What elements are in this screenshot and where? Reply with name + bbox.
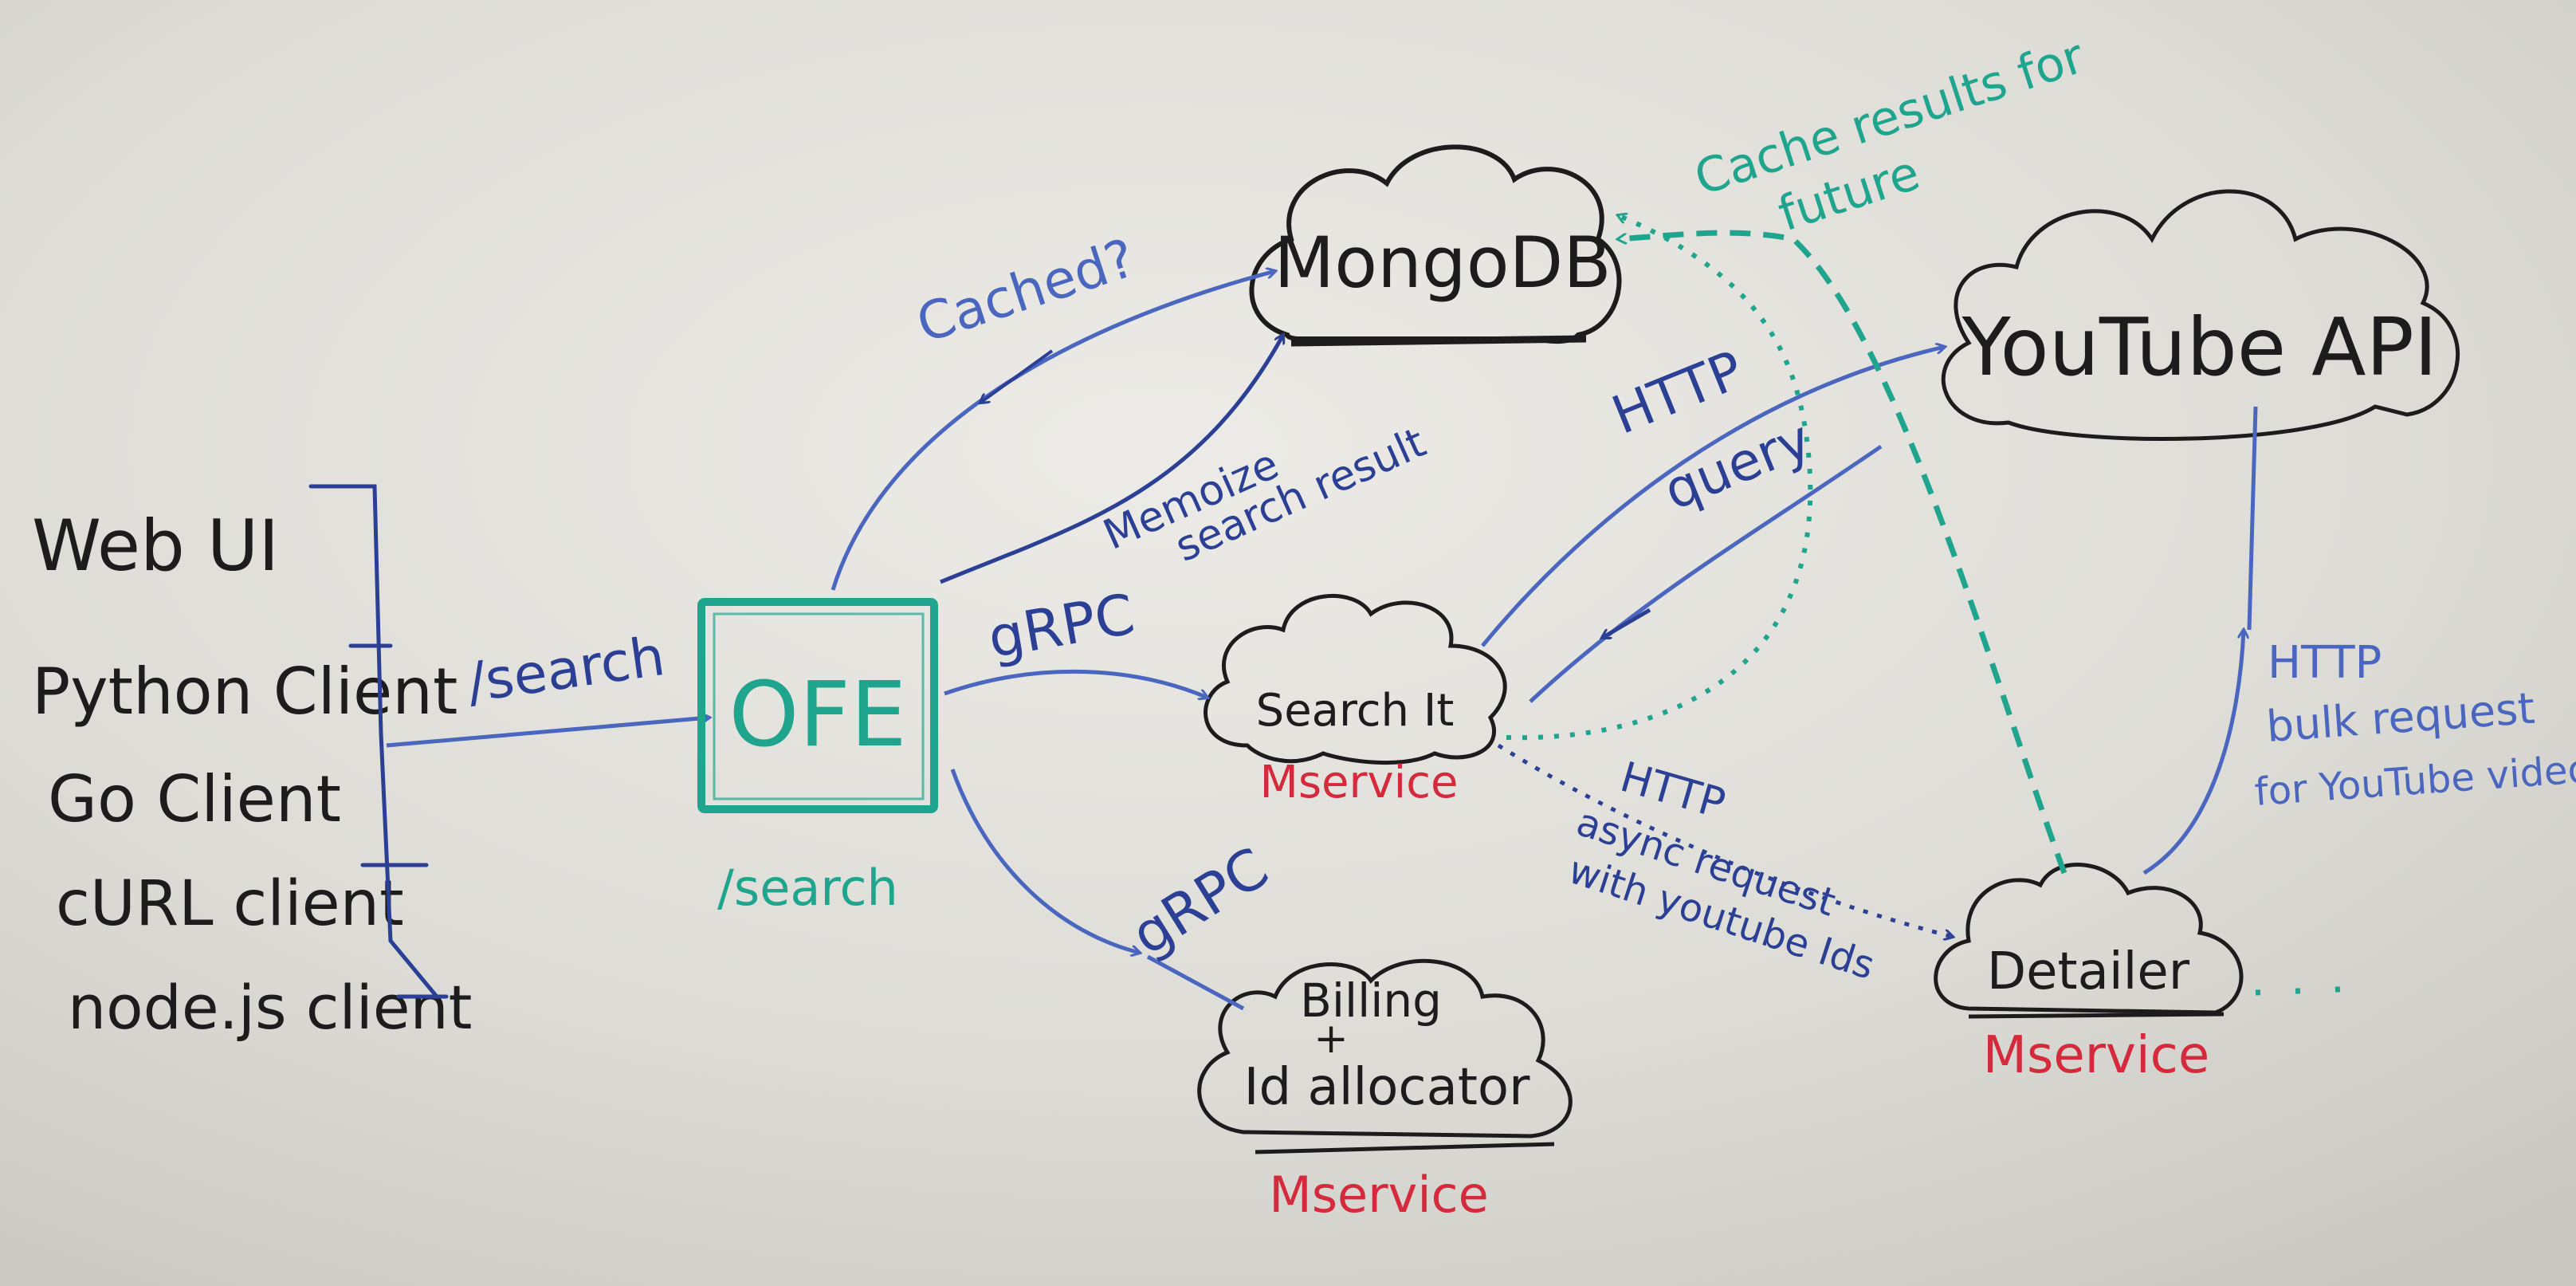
detailer-cloud xyxy=(1934,863,2244,1015)
line-youtube-down xyxy=(2247,406,2258,631)
billing-label-line2: Id allocator xyxy=(1244,1058,1530,1117)
arrow-memoize-to-mongodb xyxy=(940,335,1283,584)
client-web-ui: Web UI xyxy=(32,505,279,587)
arrow-clients-to-ofe xyxy=(386,718,709,748)
detailer-tag: Mservice xyxy=(1983,1026,2209,1085)
billing-node: Billing + Id allocator Mservice xyxy=(1197,958,1573,1224)
client-group: Web UI Python Client Go Client cURL clie… xyxy=(32,484,472,1043)
billing-cloud xyxy=(1197,958,1573,1139)
line-billing-link xyxy=(1146,954,1245,1011)
mongodb-label: MongoDB xyxy=(1274,222,1611,304)
detailer-node: Detailer Mservice xyxy=(1934,863,2244,1085)
searchit-node: Search It Mservice xyxy=(1204,593,1507,808)
billing-label-plus: + xyxy=(1314,1015,1349,1063)
client-bracket xyxy=(308,484,439,999)
client-bracket-ticks xyxy=(348,643,449,999)
searchit-label: Search It xyxy=(1256,685,1455,737)
arrow-ofe-to-billing xyxy=(950,769,1140,953)
arrow-youtube-to-searchit-head xyxy=(1602,608,1651,640)
youtube-api-cloud xyxy=(1941,189,2460,441)
ofe-label: OFE xyxy=(728,663,906,767)
client-go: Go Client xyxy=(48,762,341,836)
searchit-tag: Mservice xyxy=(1260,757,1459,808)
mongodb-node: MongoDB xyxy=(1249,144,1622,347)
arrow-detailer-cache-to-mongodb xyxy=(1618,230,2067,875)
arrow-youtube-to-searchit xyxy=(1529,444,1883,703)
ofe-box xyxy=(697,598,938,813)
client-nodejs: node.js client xyxy=(68,972,472,1043)
billing-tag: Mservice xyxy=(1269,1166,1489,1224)
billing-label-line1: Billing xyxy=(1300,973,1442,1028)
arrow-searchit-to-youtube xyxy=(1481,347,1945,647)
arrow-cached-return xyxy=(980,349,1054,403)
searchit-cloud xyxy=(1204,593,1507,765)
youtube-api-node: YouTube API xyxy=(1941,189,2460,441)
ofe-route-label: /search xyxy=(717,859,898,917)
arrow-detailer-to-youtube xyxy=(2142,630,2244,875)
client-curl: cURL client xyxy=(56,868,404,940)
client-python: Python Client xyxy=(32,655,457,729)
arrow-ofe-to-searchit xyxy=(944,669,1208,698)
youtube-api-label: YouTube API xyxy=(1961,301,2438,394)
ofe-node: OFE /search xyxy=(697,598,938,917)
label-bulk-1: HTTP xyxy=(2268,637,2382,689)
detailer-label: Detailer xyxy=(1987,942,2190,1001)
